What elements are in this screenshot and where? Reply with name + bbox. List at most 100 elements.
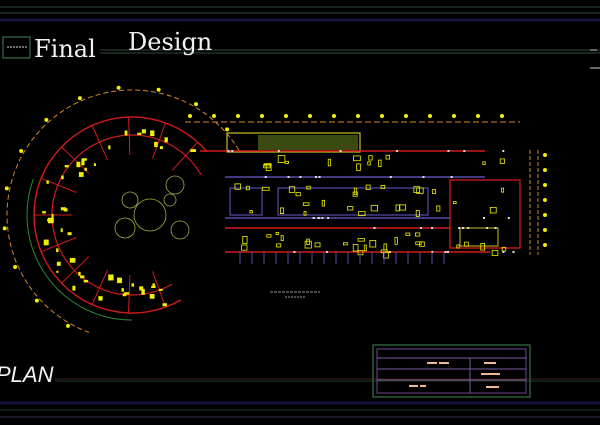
planter-circle	[114, 217, 136, 239]
column	[264, 176, 267, 178]
furniture-block	[385, 154, 391, 160]
grid-bubble	[194, 102, 198, 107]
furniture-block	[356, 163, 361, 171]
furniture-block	[61, 175, 64, 180]
furniture-block	[158, 288, 163, 291]
furniture-block	[303, 211, 307, 216]
furniture-block	[51, 213, 54, 220]
furniture-block	[501, 246, 507, 252]
sheet-frame	[0, 6, 600, 418]
furniture-block	[83, 279, 89, 283]
furniture-block	[452, 201, 457, 205]
title-block	[372, 344, 531, 398]
furniture-block	[419, 241, 425, 247]
grid-bubble	[543, 183, 547, 187]
radial-wall	[128, 117, 131, 156]
planter-circle	[163, 193, 177, 207]
grid-bubble	[156, 87, 161, 92]
furniture-block	[480, 242, 486, 251]
column	[389, 251, 392, 253]
column	[458, 227, 461, 229]
furniture-block	[357, 238, 365, 242]
furniture-block	[64, 165, 69, 168]
furniture-block	[93, 163, 96, 167]
column	[312, 217, 315, 219]
column	[231, 150, 234, 152]
column	[373, 227, 376, 229]
furniture-block	[499, 158, 505, 164]
radial-wall	[128, 274, 131, 313]
furniture-block	[357, 250, 364, 256]
furniture-block	[405, 232, 411, 236]
grid-bubble	[308, 114, 312, 118]
furniture-block	[249, 210, 253, 214]
furniture-block	[342, 242, 348, 246]
inner-wall-arc	[51, 134, 202, 296]
dimension-arc	[6, 89, 241, 333]
furniture-block	[159, 146, 163, 150]
furniture-block	[395, 204, 400, 212]
furniture-block	[234, 183, 241, 190]
furniture-block	[190, 149, 197, 153]
furniture-block	[288, 186, 296, 193]
furniture-block	[302, 202, 310, 206]
grid-bubble	[44, 117, 49, 122]
grid-bubble	[543, 153, 547, 157]
grid-bubble	[260, 114, 264, 118]
furniture-block	[482, 161, 486, 166]
furniture-block	[276, 243, 282, 248]
furniture-block	[363, 244, 367, 252]
furniture-block	[321, 199, 325, 207]
grid-bubble	[428, 114, 432, 118]
column	[327, 217, 330, 219]
furniture-block	[431, 189, 437, 194]
grid-bubble	[116, 85, 121, 90]
furniture-block	[124, 130, 128, 136]
radial-wall	[91, 269, 109, 305]
column	[512, 251, 515, 253]
furniture-block	[69, 257, 76, 263]
furniture-block	[368, 155, 373, 161]
furniture-block	[137, 132, 142, 135]
column	[318, 217, 321, 219]
furniture-block	[56, 261, 61, 266]
furniture-block	[150, 130, 155, 137]
column	[431, 227, 434, 229]
grid-bubble	[77, 96, 82, 101]
column	[299, 176, 302, 178]
furniture-block	[382, 251, 389, 259]
radial-wall	[152, 122, 166, 159]
grid-bubble	[452, 114, 456, 118]
furniture-block	[98, 296, 103, 301]
furniture-block	[67, 232, 72, 236]
column	[463, 150, 466, 152]
grid-bubble	[500, 114, 504, 118]
column	[507, 217, 510, 219]
furniture-block	[80, 275, 85, 279]
furniture-block	[436, 205, 441, 212]
column	[420, 227, 423, 229]
furniture-block	[414, 232, 421, 237]
furniture-block	[277, 155, 286, 163]
furniture-block	[151, 285, 156, 288]
furniture-block	[280, 207, 284, 214]
column	[461, 227, 464, 229]
furniture-block	[369, 240, 377, 248]
furniture-block	[56, 270, 59, 273]
furniture-block	[266, 234, 272, 238]
furniture-block	[352, 191, 358, 197]
furniture-block	[501, 187, 505, 193]
furniture-block	[241, 244, 248, 251]
furniture-block	[367, 161, 371, 166]
grid-bubble	[543, 243, 547, 247]
grid-bubble	[284, 114, 288, 118]
radial-wall	[40, 237, 77, 253]
grid-bubble	[19, 149, 24, 153]
furniture-block	[383, 243, 388, 251]
furniture-block	[456, 244, 460, 249]
planter-circle	[165, 175, 185, 195]
furniture-block	[139, 286, 144, 291]
grid-bubble	[2, 226, 7, 231]
